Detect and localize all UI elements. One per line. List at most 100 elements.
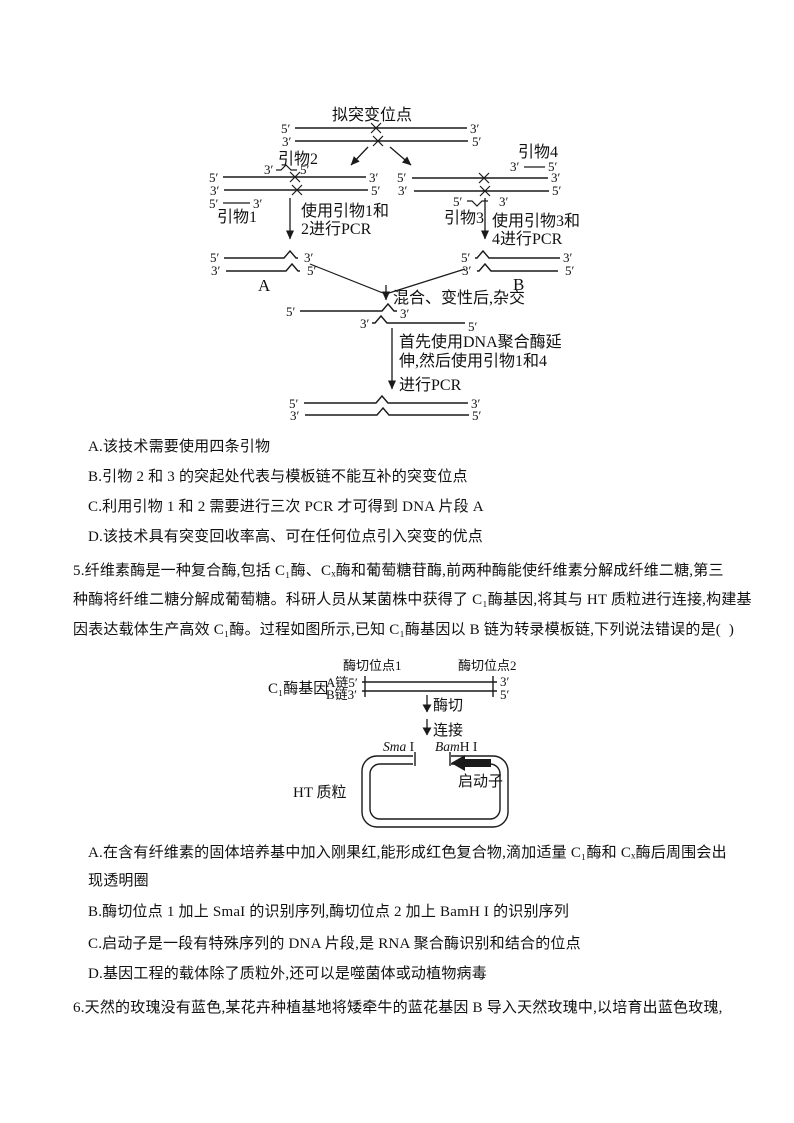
primer2-label: 引物2 [278,150,318,168]
strand-end-label: 5′ [468,319,478,334]
q5-stem-line: 种酶将纤维二糖分解成葡萄糖。科研人员从某菌株中获得了 C₁酶基因,将其与 HT … [73,592,752,608]
strand-end-label: 5′ [565,263,575,278]
strand-end-label: 5′ [552,183,562,198]
strand-end-label: 3′ [369,170,379,185]
extend-caption: 伸,然后使用引物1和4 [399,352,547,370]
plasmid-label: HT 质粒 [293,784,346,801]
strand-end-label: 5′ [453,194,463,209]
strand-end-label: 5′ [548,159,558,174]
strand-end-label: 5′ [281,121,291,136]
q5-option-a-cont: 现透明圈 [88,873,149,889]
primer3-glyph [467,200,488,207]
strand-end-label: 5′ [210,250,220,265]
digest-label: 酶切 [433,697,463,714]
q4-option-b: B.引物 2 和 3 的突起处代表与模板链不能互补的突变位点 [88,469,468,485]
mutation-x-mark [479,185,491,197]
plasmid-inner-ring [369,763,501,820]
q4-option-d: D.该技术具有突变回收率高、可在任何位点引入突变的优点 [88,529,483,545]
strand-end-label: 3′ [290,408,300,423]
q5-stem-line: 5.纤维素酶是一种复合酶,包括 C₁酶、Cₓ酶和葡萄糖苷酶,前两种酶能使纤维素分… [73,563,724,579]
fragment-a-label: A [258,276,271,295]
converge-line [388,268,466,294]
converge-line [309,263,384,294]
strand-end-label: 5′ [209,196,219,211]
heteroduplex-strand [372,314,465,324]
strand-end-label: 5′ [307,263,317,278]
gene-label: C₁酶基因 [268,680,328,697]
strand-end-label: 3′ [471,396,481,411]
q5-option-b: B.酶切位点 1 加上 SmaI 的识别序列,酶切位点 2 加上 BamH I … [88,904,570,920]
mix-caption: 混合、变性后,杂交 [393,289,525,307]
strand-end-label: 5′ [461,250,471,265]
strand-end-label: 5′ [397,170,407,185]
arrow-down-right [389,146,412,166]
plasmid-construction-diagram: 酶切位点1 酶切位点2 C₁酶基因 A链5′ B链3′ 3′ 5′ 酶切 连接 … [268,658,517,828]
fragment-b-label: B [513,275,524,294]
pcr-caption-left: 使用引物1和 [301,202,389,220]
fragment-a-strand [224,249,298,259]
q4-option-c: C.利用引物 1 和 2 需要进行三次 PCR 才可得到 DNA 片段 A [88,499,484,515]
promoter-label: 启动子 [458,773,503,790]
chain-b-label: B链3′ [326,687,357,702]
strand-end-label: 3′ [210,183,220,198]
strand-end-label: 5′ [371,183,381,198]
strand-end-label: 3′ [500,674,510,689]
q5-option-d: D.基因工程的载体除了质粒外,还可以是噬菌体或动植物病毒 [88,966,487,982]
strand-end-label: 3′ [551,170,561,185]
mutation-x-mark [372,135,384,147]
fragment-a-strand [226,262,300,272]
fragment-b-strand [475,249,560,259]
q6-stem-line: 6.天然的玫瑰没有蓝色,某花卉种植基地将矮牵牛的蓝花基因 B 导入天然玫瑰中,以… [73,1000,723,1016]
strand-end-label: 5′ [209,170,219,185]
strand-end-label: 3′ [398,183,408,198]
extend-caption: 首先使用DNA聚合酶延 [399,333,562,351]
strand-end-label: 5′ [289,396,299,411]
primer1-label: 引物1 [217,208,257,226]
strand-end-label: 3′ [499,194,509,209]
mutation-site-title: 拟突变位点 [332,106,412,124]
plasmid-gap [413,753,451,767]
primer2-glyph [276,164,297,171]
smai-label: Sma I [383,739,415,754]
q5-option-a: A.在含有纤维素的固体培养基中加入刚果红,能形成红色复合物,滴加适量 C₁酶和 … [88,845,727,861]
strand-end-label: 3′ [400,306,410,321]
strand-end-label: 3′ [470,121,480,136]
final-product-strand [305,406,469,416]
q5-option-c: C.启动子是一段有特殊序列的 DNA 片段,是 RNA 聚合酶识别和结合的位点 [88,936,581,952]
ligate-label: 连接 [433,722,463,739]
arrow-down-left [350,146,369,166]
chain-a-label: A链5′ [326,675,358,690]
q4-option-a: A.该技术需要使用四条引物 [88,439,271,455]
bamhi-label-roman: H I [460,739,478,754]
pcr-caption-right: 4进行PCR [492,230,563,248]
smai-label-roman: I [406,739,414,754]
pcr-caption-left: 2进行PCR [301,220,372,238]
mutation-x-mark [289,171,301,183]
bamhi-label-italic: Bam [435,739,460,754]
promoter-arrow [451,755,491,771]
primer3-label: 引物3 [444,209,484,227]
heteroduplex-strand [300,302,397,312]
strand-end-label: 3′ [360,316,370,331]
cut-site2-label: 酶切位点2 [458,658,517,673]
strand-end-label: 3′ [264,162,274,177]
strand-end-label: 5′ [472,134,482,149]
mutation-x-mark [291,184,303,196]
extend-caption: 进行PCR [399,376,462,394]
strand-end-label: 3′ [462,263,472,278]
strand-end-label: 5′ [286,304,296,319]
mutation-x-mark [478,172,490,184]
strand-end-label: 3′ [282,134,292,149]
pcr-caption-right: 使用引物3和 [492,212,580,230]
pcr-mutagenesis-diagram: 拟突变位点 5′ 3′ 3′ 5′ 引物2 3′ 5′ 5′ 3′ 3′ 5′ … [209,106,580,423]
strand-end-label: 3′ [563,250,573,265]
smai-label-italic: Sma [383,739,406,754]
strand-end-label: 3′ [304,250,314,265]
strand-end-label: 3′ [211,263,221,278]
final-product-strand [304,394,468,404]
fragment-b-strand [477,262,558,272]
strand-end-label: 5′ [300,162,310,177]
q5-stem-line: 因表达载体生产高效 C₁酶。过程如图所示,已知 C₁酶基因以 B 链为转录模板链… [73,622,735,638]
primer4-label: 引物4 [518,143,558,161]
